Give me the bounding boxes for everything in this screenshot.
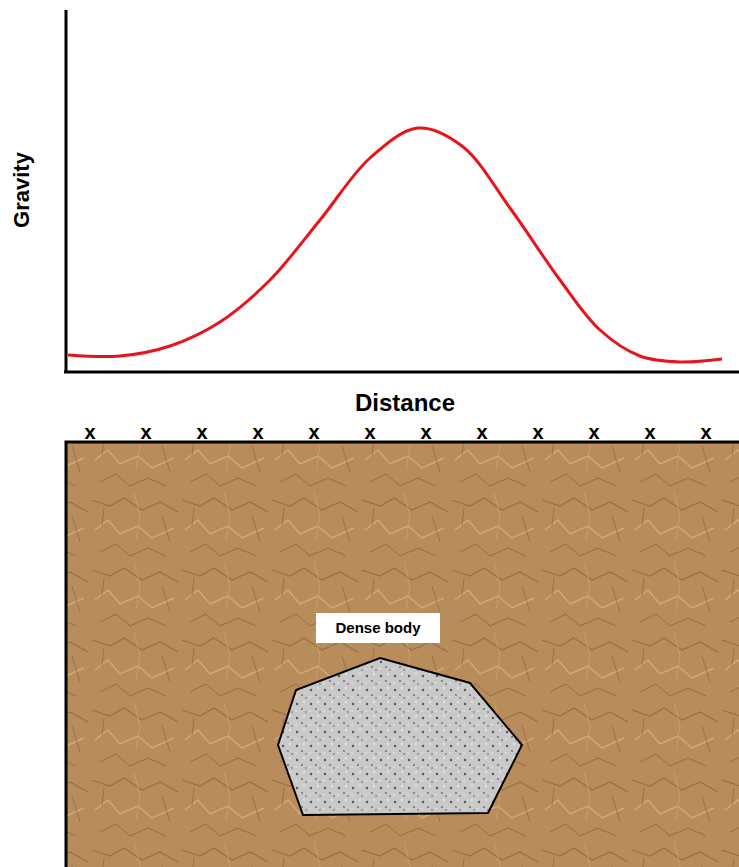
ground bbox=[66, 442, 739, 867]
station-mark: x bbox=[84, 422, 95, 442]
station-mark: x bbox=[196, 422, 207, 442]
station-mark: x bbox=[644, 422, 655, 442]
station-mark: x bbox=[532, 422, 543, 442]
x-axis bbox=[64, 371, 739, 374]
station-mark: x bbox=[308, 422, 319, 442]
station-mark: x bbox=[420, 422, 431, 442]
station-mark: x bbox=[364, 422, 375, 442]
axis-title: Distance bbox=[355, 391, 455, 415]
label-text: Dense body bbox=[335, 620, 420, 637]
station-mark: x bbox=[140, 422, 151, 442]
gravity-curve bbox=[68, 128, 722, 362]
station-mark: x bbox=[700, 422, 711, 442]
station-mark: x bbox=[252, 422, 263, 442]
label-box: Dense body bbox=[316, 613, 440, 643]
y-axis bbox=[65, 10, 68, 373]
station-mark: x bbox=[476, 422, 487, 442]
axis-title: Gravity bbox=[11, 152, 33, 228]
dense-body-shape bbox=[278, 658, 522, 815]
station-mark: x bbox=[588, 422, 599, 442]
